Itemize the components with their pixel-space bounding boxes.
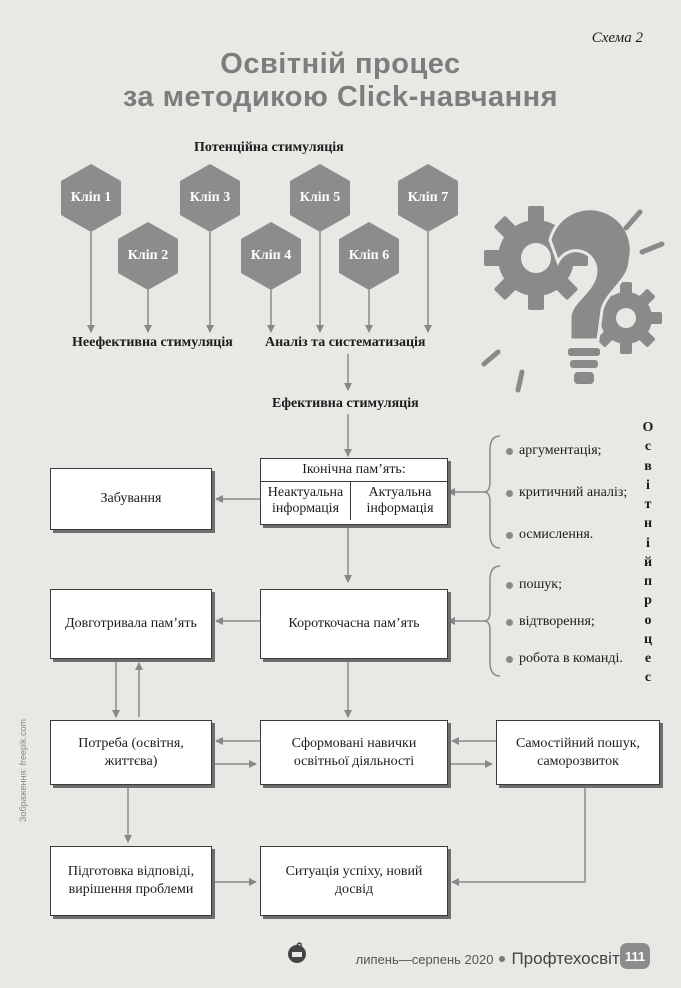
- forgetting-box: Забування: [50, 468, 212, 530]
- lightbulb-gears-icon: [481, 206, 665, 393]
- page-number: 111: [620, 943, 650, 969]
- journal-name: Профтехосвіта: [511, 949, 629, 968]
- ineffective-stimulation-label: Неефективна стимуляція: [72, 335, 233, 350]
- issue-dates: липень—серпень 2020: [355, 951, 494, 967]
- analysis-label: Аналіз та систематизація: [265, 335, 426, 350]
- skills-box: Сформовані навички освітньої діяльності: [260, 720, 448, 785]
- bullet-teamwork: робота в команді.: [506, 651, 623, 667]
- journal-logo-icon: [288, 942, 306, 963]
- scheme-label: Схема 2: [591, 30, 643, 46]
- long-term-memory-box: Довготривала пам’ять: [50, 589, 212, 659]
- self-development-box: Самостійний пошук, саморозвиток: [496, 720, 660, 785]
- page-title: Освітній процес за методикою Click-навча…: [0, 48, 681, 114]
- footer-separator: [499, 956, 506, 962]
- bullet-critical-analysis: критичний аналіз;: [506, 485, 627, 501]
- iconic-memory-box: Іконічна пам’ять: Неактуальна інформація…: [260, 458, 448, 525]
- effective-stimulation-label: Ефективна стимуляція: [272, 396, 419, 411]
- image-credit: Зображення: freepik.com: [18, 719, 28, 822]
- potential-stimulation-label: Потенційна стимуляція: [194, 140, 344, 155]
- title-line-1: Освітній процес: [220, 48, 461, 80]
- footer: липень—серпень 2020 Профтехосвіта: [356, 949, 629, 969]
- title-line-2: за методикою Click-навчання: [122, 81, 559, 113]
- short-term-memory-box: Короткочасна пам’ять: [260, 589, 448, 659]
- bullet-comprehension: осмислення.: [506, 527, 593, 543]
- bullet-reproduction: відтворення;: [506, 614, 595, 630]
- preparation-box: Підготовка відповіді, вирішення проблеми: [50, 846, 212, 916]
- irrelevant-info-cell: Неактуальна інформація: [261, 481, 351, 520]
- relevant-info-cell: Актуальна інформація: [366, 484, 434, 516]
- bullet-argumentation: аргументація;: [506, 443, 602, 459]
- success-situation-box: Ситуація успіху, новий досвід: [260, 846, 448, 916]
- need-box: Потреба (освітня, життєва): [50, 720, 212, 785]
- iconic-memory-title: Іконічна пам’ять:: [261, 459, 447, 482]
- bullet-search: пошук;: [506, 577, 562, 593]
